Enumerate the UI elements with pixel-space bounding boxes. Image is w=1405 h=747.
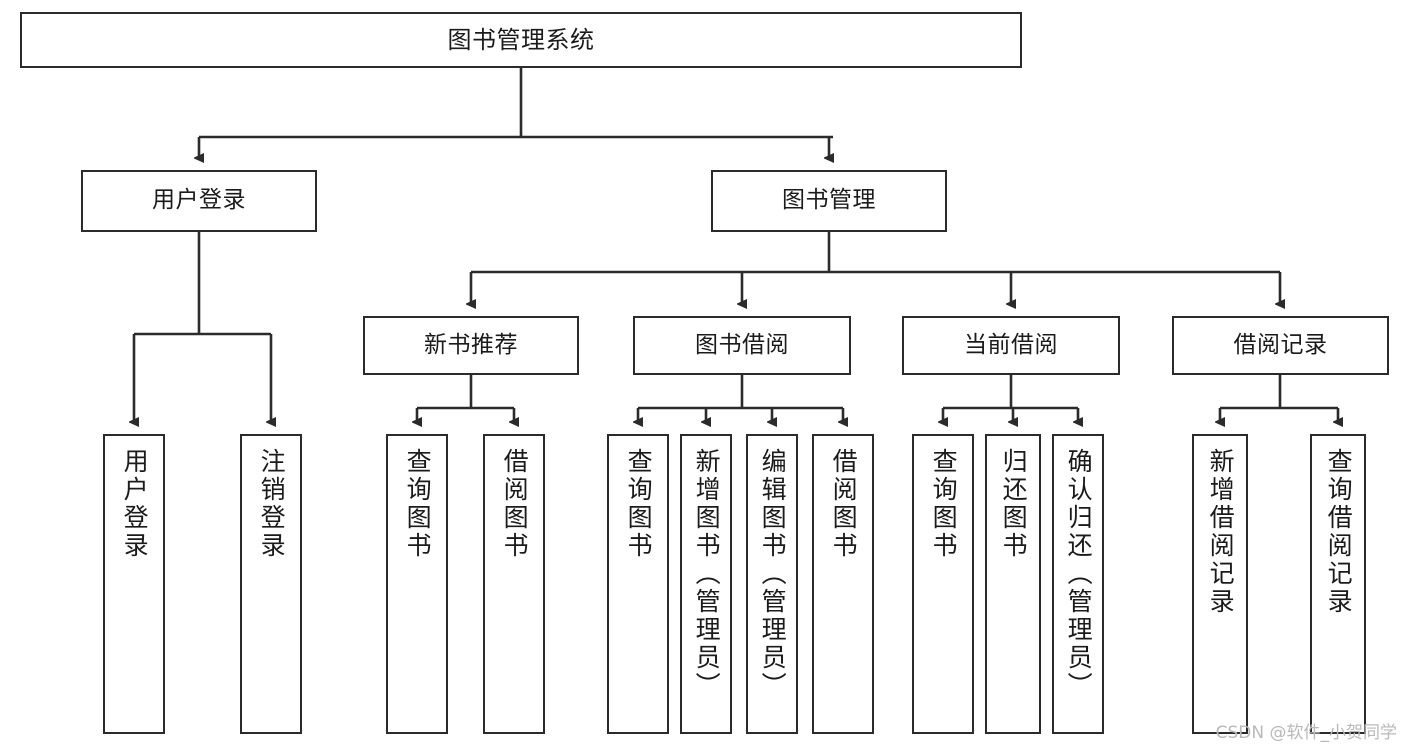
leaf-add-borrow-record[interactable]: 新增借阅记录 [1192, 434, 1248, 734]
node-root[interactable]: 图书管理系统 [20, 12, 1022, 68]
leaf-add-borrow-record-label: 新增借阅记录 [1206, 448, 1236, 616]
node-root-label: 图书管理系统 [447, 25, 595, 54]
leaf-return-book-label: 归还图书 [999, 448, 1029, 560]
node-user-login-label: 用户登录 [152, 187, 246, 214]
leaf-user-login-label: 用户登录 [120, 448, 150, 560]
leaf-borrow-book-recommend[interactable]: 借阅图书 [483, 434, 545, 734]
node-user-login[interactable]: 用户登录 [81, 170, 317, 232]
leaf-query-book-current-label: 查询图书 [929, 448, 959, 560]
node-new-book-recommend[interactable]: 新书推荐 [363, 316, 579, 375]
leaf-return-book[interactable]: 归还图书 [985, 434, 1041, 734]
leaf-query-book-current[interactable]: 查询图书 [912, 434, 974, 734]
watermark-text: CSDN @软件_小贺同学 [1215, 723, 1397, 743]
node-new-book-recommend-label: 新书推荐 [424, 331, 518, 358]
leaf-query-book-borrow[interactable]: 查询图书 [607, 434, 669, 734]
leaf-logout-label: 注销登录 [257, 448, 287, 560]
leaf-add-book-admin-label: 新增图书（管理员） [692, 448, 722, 700]
node-borrow-record[interactable]: 借阅记录 [1172, 316, 1389, 375]
leaf-borrow-book[interactable]: 借阅图书 [812, 434, 874, 734]
leaf-edit-book-admin-label: 编辑图书（管理员） [758, 448, 788, 700]
node-book-manage[interactable]: 图书管理 [711, 170, 947, 232]
node-current-borrow[interactable]: 当前借阅 [902, 316, 1120, 375]
leaf-user-login[interactable]: 用户登录 [103, 434, 165, 734]
leaf-add-book-admin[interactable]: 新增图书（管理员） [680, 434, 732, 734]
node-book-borrow[interactable]: 图书借阅 [633, 316, 851, 375]
leaf-borrow-book-label: 借阅图书 [829, 448, 859, 560]
leaf-query-borrow-record[interactable]: 查询借阅记录 [1310, 434, 1366, 734]
leaf-query-book-borrow-label: 查询图书 [624, 448, 654, 560]
node-borrow-record-label: 借阅记录 [1233, 331, 1328, 358]
leaf-confirm-return-admin[interactable]: 确认归还（管理员） [1052, 434, 1104, 734]
leaf-confirm-return-admin-label: 确认归还（管理员） [1064, 448, 1094, 700]
leaf-borrow-book-recommend-label: 借阅图书 [500, 448, 530, 560]
node-book-borrow-label: 图书借阅 [695, 331, 789, 358]
leaf-query-book-recommend-label: 查询图书 [403, 448, 433, 560]
node-current-borrow-label: 当前借阅 [964, 331, 1058, 358]
node-book-manage-label: 图书管理 [782, 187, 876, 214]
leaf-logout[interactable]: 注销登录 [240, 434, 302, 734]
leaf-query-book-recommend[interactable]: 查询图书 [386, 434, 448, 734]
leaf-edit-book-admin[interactable]: 编辑图书（管理员） [746, 434, 798, 734]
leaf-query-borrow-record-label: 查询借阅记录 [1324, 448, 1354, 616]
